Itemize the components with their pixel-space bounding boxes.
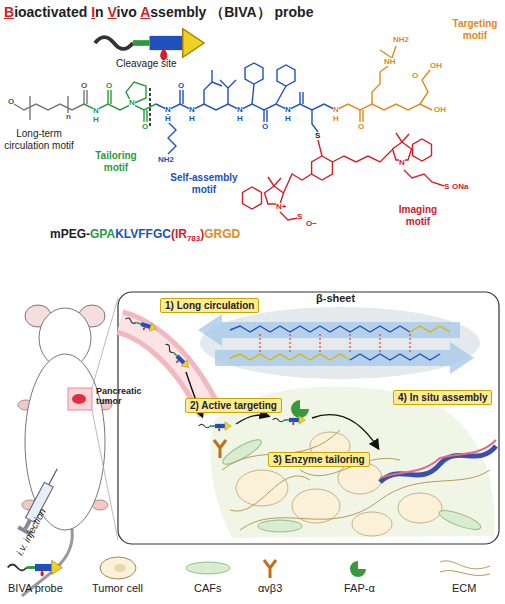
step-label: 1) Long circulation — [165, 300, 254, 311]
text-run: GPA — [90, 227, 115, 241]
step-label: 2) Active targeting — [190, 400, 277, 411]
step-box: 4) In situ assembly — [393, 390, 492, 405]
annotation-label: Self-assembly motif — [168, 172, 240, 195]
chemical-structure — [14, 46, 444, 220]
atom-label: O — [358, 123, 364, 131]
text-run: ivo — [117, 4, 141, 20]
step-box: 1) Long circulation — [160, 298, 259, 313]
atom-label: N — [129, 99, 135, 107]
annotation-label: Tailoring motif — [88, 150, 144, 173]
annotation-label: Targeting motif — [448, 18, 502, 41]
ecm — [222, 430, 490, 530]
annotation-label: Long-term circulation motif — [0, 128, 78, 151]
zoom-panel — [118, 292, 499, 544]
atom-label: OH — [434, 106, 446, 114]
atom-label: N — [165, 106, 171, 114]
text-run: n — [95, 4, 107, 20]
atom-label: NH — [384, 58, 396, 66]
atom-label: S — [444, 183, 449, 191]
probe-icon — [95, 29, 204, 61]
legend-label: FAP-α — [344, 582, 375, 595]
atom-label: H — [189, 115, 195, 123]
atom-label: N — [333, 106, 339, 114]
atom-label: OH — [430, 62, 442, 70]
step-box: 2) Active targeting — [185, 398, 282, 413]
fap-enzyme — [291, 400, 309, 418]
atom-label: N — [237, 106, 243, 114]
text-run: GRGD — [204, 227, 240, 241]
atom-label: S — [297, 213, 302, 221]
tumor-cells — [236, 432, 442, 536]
text-run: A — [140, 4, 150, 20]
legend-label: αvβ3 — [258, 582, 282, 595]
text-run: ioactivated — [14, 4, 91, 20]
atom-label: H — [93, 116, 99, 124]
avb3-receptor — [214, 440, 226, 458]
atom-label: O — [412, 72, 418, 80]
annotation-label: Pancreatic tumor — [96, 386, 154, 407]
atom-label: O — [8, 98, 14, 106]
legend-label: BIVA probe — [8, 582, 63, 595]
text-run: KLVFFGC — [115, 227, 171, 241]
atom-label: O− — [306, 220, 317, 228]
assembly-fiber — [380, 440, 496, 482]
text-run: V — [108, 4, 117, 20]
atom-label: O — [262, 123, 268, 131]
atom-label: ONa — [452, 183, 468, 191]
atom-label: N — [189, 106, 195, 114]
text-run: mPEG- — [50, 227, 90, 241]
atom-label: H — [165, 115, 171, 123]
step-box: 3) Enzyme tailoring — [268, 452, 370, 467]
atom-label: NH2 — [158, 156, 174, 164]
atom-label: H — [237, 115, 243, 123]
atom-label: NH2 — [393, 36, 409, 44]
text-run: 783 — [187, 234, 200, 243]
text-run: I — [91, 4, 95, 20]
text-run: ssembly （BIVA） probe — [150, 4, 313, 20]
atom-label: H — [333, 115, 339, 123]
step-label: 4) In situ assembly — [398, 392, 487, 403]
legend-label: CAFs — [194, 582, 222, 595]
legend-icons — [8, 557, 490, 579]
atom-label: N+ — [276, 203, 286, 211]
atom-label: S — [315, 132, 320, 140]
atom-label: N — [399, 159, 405, 167]
text-run: (IR — [171, 227, 187, 241]
annotation-label: mPEG-GPAKLVFFGC(IR783)GRGD — [50, 228, 240, 244]
atom-label: O — [142, 123, 148, 131]
legend-label: ECM — [452, 582, 476, 595]
annotation-label: β-sheet — [316, 292, 355, 305]
annotation-label: Cleavage site — [116, 58, 177, 70]
atom-label: N — [93, 107, 99, 115]
atom-label: O — [81, 82, 87, 90]
cafs — [220, 436, 483, 533]
text-run: B — [4, 4, 14, 20]
atom-label: N — [285, 106, 291, 114]
atom-label: n — [66, 113, 71, 121]
legend-label: Tumor cell — [92, 582, 143, 595]
text-run: ) — [200, 227, 204, 241]
figure-title: Bioactivated In Vivo Assembly （BIVA） pro… — [4, 4, 313, 20]
annotation-label: Imaging motif — [386, 204, 450, 227]
mouse — [17, 298, 118, 596]
atom-label: H — [285, 115, 291, 123]
step-label: 3) Enzyme tailoring — [273, 454, 365, 465]
process-arrow — [186, 372, 378, 448]
atom-label: O — [178, 82, 184, 90]
atom-label: O — [106, 82, 112, 90]
beta-sheet — [198, 307, 480, 379]
